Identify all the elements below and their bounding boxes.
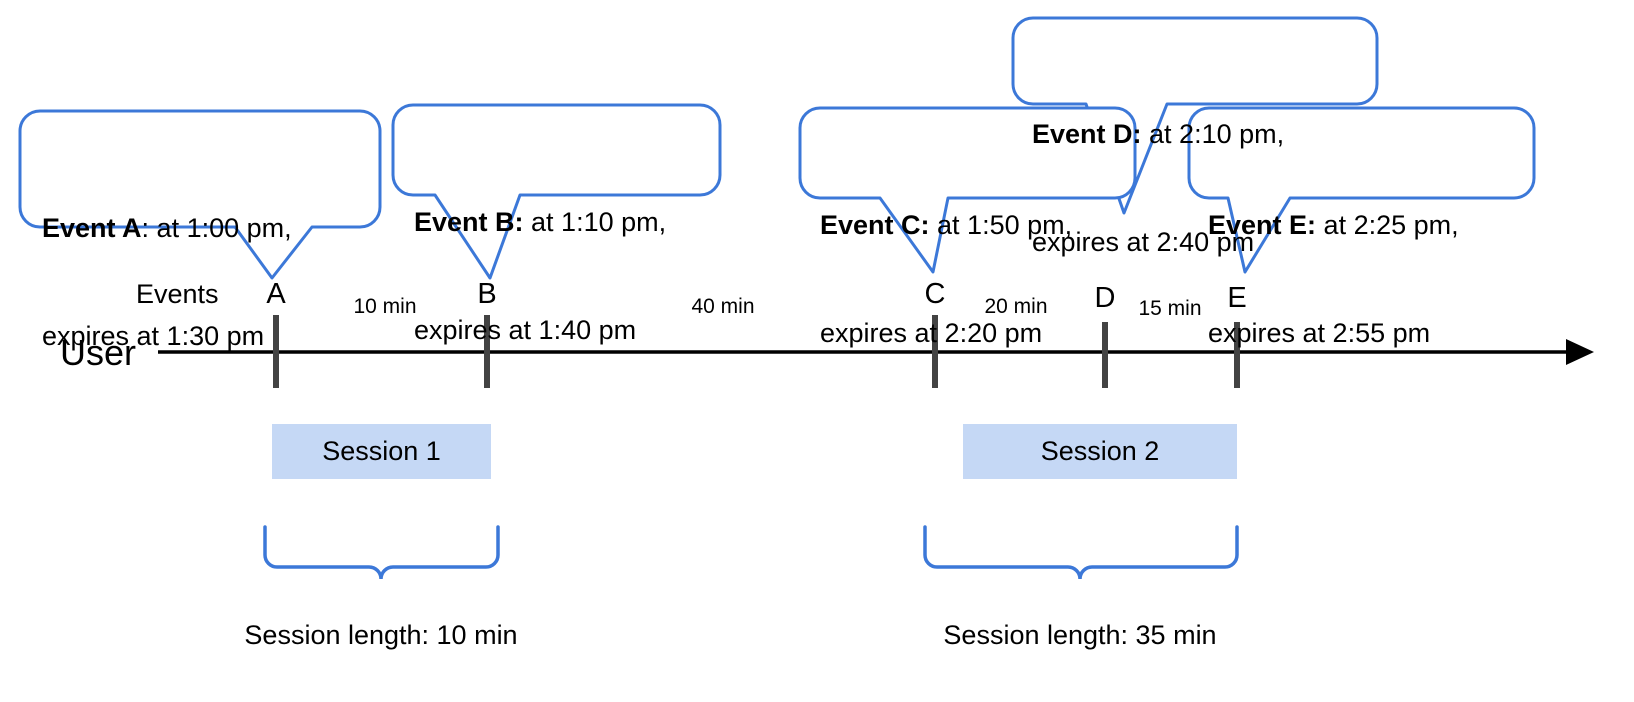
gap-label-a-b: 10 min	[353, 295, 417, 318]
callout-line2-D: expires at 2:40 pm	[1032, 227, 1255, 257]
callout-box-C	[798, 106, 1137, 274]
gap-label-c-d: 20 min	[984, 295, 1048, 318]
gap-label-d-e: 15 min	[1138, 297, 1202, 320]
session-block-label-1: Session 1	[322, 436, 441, 466]
callout-line1-rest-C: at 1:50 pm,	[929, 210, 1073, 240]
gap-label-b-c: 40 min	[691, 295, 755, 318]
axis-row-label-user: User	[60, 332, 137, 373]
session-caption-2: Session length: 35 min	[943, 620, 1217, 650]
tick-label-D: D	[1094, 282, 1116, 314]
callout-line1-B: Event B: at 1:10 pm,	[414, 204, 666, 240]
tick-label-C: C	[924, 278, 946, 310]
callout-title-D: Event D:	[1032, 119, 1142, 149]
tick-label-A: A	[266, 278, 286, 310]
callout-title-B: Event B:	[414, 207, 524, 237]
callout-title-A: Event A	[42, 213, 142, 243]
callout-line2-A: expires at 1:30 pm	[42, 321, 265, 351]
callout-line2-C: expires at 2:20 pm	[820, 318, 1043, 348]
session-block-1[interactable]: Session 1	[272, 424, 491, 479]
callout-title-C: Event C:	[820, 210, 930, 240]
callout-text-B: Event B: at 1:10 pm, expires at 1:40 pm	[414, 132, 666, 420]
brace-session-1	[263, 525, 500, 580]
timeline-axis	[158, 339, 1594, 365]
callout-text-C: Event C: at 1:50 pm, expires at 2:20 pm	[820, 135, 1072, 423]
callout-line1-D: Event D: at 2:10 pm,	[1032, 116, 1284, 152]
callout-line1-E: Event E: at 2:25 pm,	[1208, 207, 1459, 243]
callout-box-D	[1011, 16, 1379, 215]
axis-arrowhead	[1566, 339, 1594, 365]
callout-line1-rest-D: at 2:10 pm,	[1141, 119, 1285, 149]
callout-title-E: Event E:	[1208, 210, 1317, 240]
session-caption-1: Session length: 10 min	[244, 620, 518, 650]
axis-events-label: Events	[136, 279, 219, 309]
callout-line1-rest-E: at 2:25 pm,	[1316, 210, 1459, 240]
callout-box-A	[18, 109, 382, 280]
callout-line2-B: expires at 1:40 pm	[414, 315, 637, 345]
tick-marks	[273, 315, 1240, 388]
tick-label-B: B	[477, 278, 497, 310]
callout-line1-rest-A: at 1:00 pm,	[149, 213, 292, 243]
callout-line1-rest-B: at 1:10 pm,	[523, 207, 667, 237]
callout-line2-E: expires at 2:55 pm	[1208, 318, 1431, 348]
callout-box-E	[1187, 106, 1536, 274]
session-block-2[interactable]: Session 2	[963, 424, 1237, 479]
callout-text-E: Event E: at 2:25 pm, expires at 2:55 pm	[1208, 135, 1459, 423]
callout-sep-A: :	[141, 213, 150, 243]
session-block-label-2: Session 2	[1040, 436, 1160, 466]
tick-label-E: E	[1227, 282, 1247, 314]
callout-box-B	[391, 103, 722, 280]
callout-text-A: Event A: at 1:00 pm, expires at 1:30 pm	[42, 138, 292, 426]
callout-line1-C: Event C: at 1:50 pm,	[820, 207, 1072, 243]
brace-session-2	[923, 525, 1239, 580]
callout-line1-A: Event A: at 1:00 pm,	[42, 210, 292, 246]
callout-text-D: Event D: at 2:10 pm, expires at 2:40 pm	[1032, 44, 1284, 332]
